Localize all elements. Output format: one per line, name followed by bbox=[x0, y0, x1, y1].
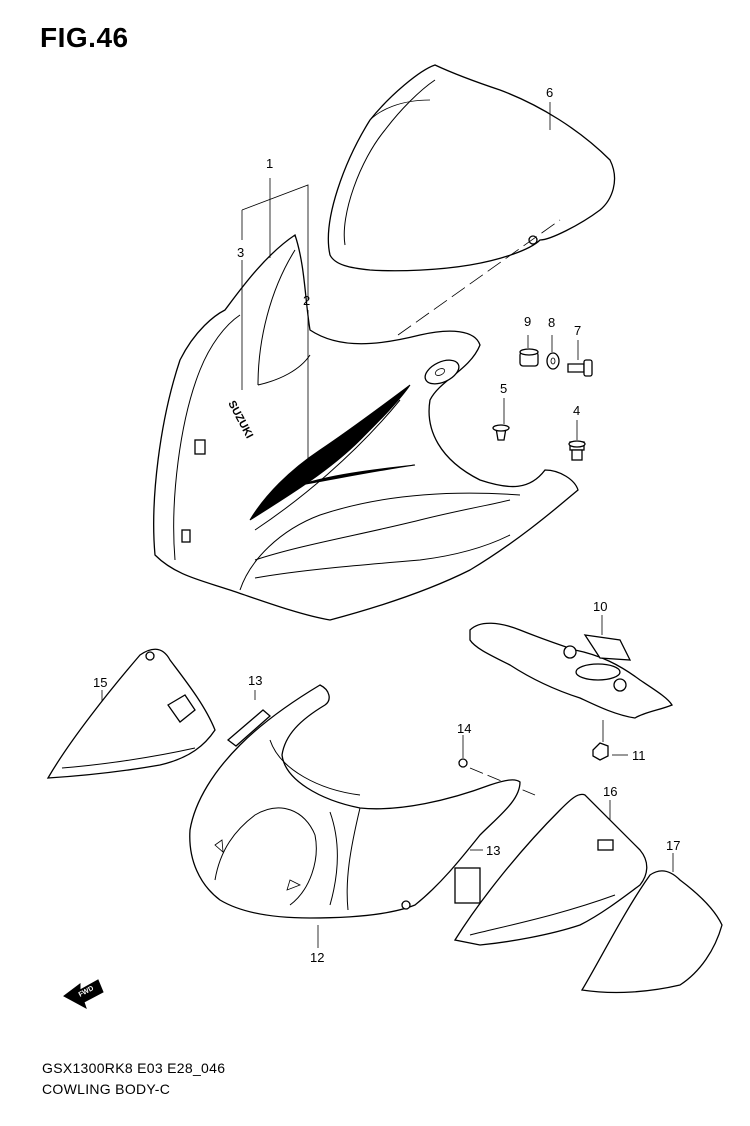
callout-16: 16 bbox=[603, 784, 617, 799]
callout-8: 8 bbox=[548, 315, 555, 330]
callout-15: 15 bbox=[93, 675, 107, 690]
callout-9: 9 bbox=[524, 314, 531, 329]
model-code: GSX1300RK8 E03 E28_046 bbox=[42, 1060, 226, 1076]
callout-6: 6 bbox=[546, 85, 553, 100]
hardware-group bbox=[492, 348, 593, 461]
callout-13-sticker: 13 bbox=[486, 843, 500, 858]
callout-14: 14 bbox=[457, 721, 471, 736]
sticker-pad-part bbox=[454, 867, 481, 904]
fwd-arrow-icon bbox=[63, 979, 104, 1010]
windscreen-part bbox=[327, 64, 616, 272]
callout-4: 4 bbox=[573, 403, 580, 418]
callout-5: 5 bbox=[500, 381, 507, 396]
inner-panel-right-part bbox=[453, 793, 648, 946]
callout-3: 3 bbox=[237, 245, 244, 260]
lower-cowling-part bbox=[189, 684, 521, 919]
upper-cowling-part bbox=[153, 233, 579, 621]
callout-13-small-pad: 13 bbox=[248, 673, 262, 688]
section-name: COWLING BODY-C bbox=[42, 1081, 171, 1097]
inner-bracket-part bbox=[469, 622, 673, 719]
inner-panel-left-part bbox=[46, 648, 216, 779]
figure-title: FIG.46 bbox=[40, 22, 129, 53]
side-panel-right-part bbox=[580, 870, 723, 994]
callout-11: 11 bbox=[632, 748, 646, 763]
nut-part bbox=[592, 742, 609, 761]
callout-10: 10 bbox=[593, 599, 607, 614]
callout-1: 1 bbox=[266, 156, 273, 171]
callout-17: 17 bbox=[666, 838, 680, 853]
foam-pad-part bbox=[226, 709, 271, 747]
callout-2: 2 bbox=[303, 293, 310, 308]
callout-12: 12 bbox=[310, 950, 324, 965]
callout-7: 7 bbox=[574, 323, 581, 338]
